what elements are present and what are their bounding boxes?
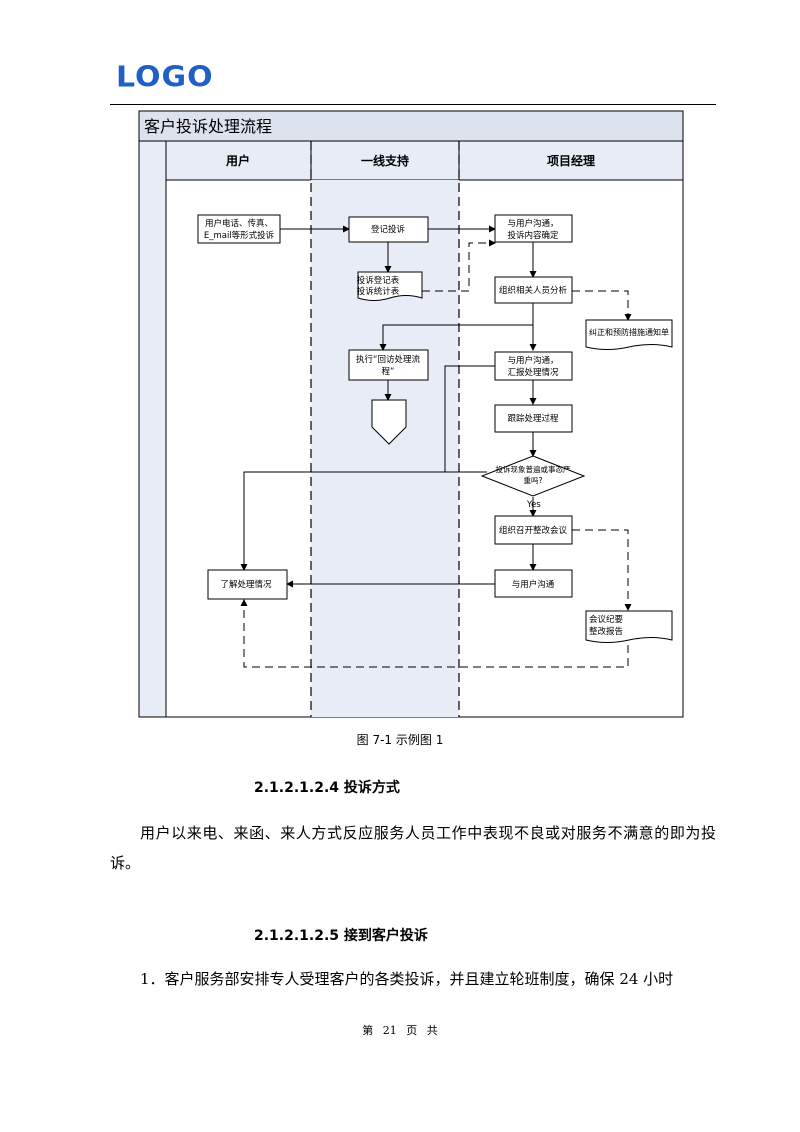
svg-text:与用户沟通，汇报处理情况: 与用户沟通，汇报处理情况 bbox=[507, 355, 559, 378]
logo: LOGO bbox=[116, 60, 214, 95]
node-notice-label: 纠正和预防措施通知单 bbox=[589, 327, 669, 337]
node-register-label: 登记投诉 bbox=[371, 224, 406, 235]
node-confirm bbox=[494, 214, 573, 243]
svg-text:用户电话、传真、E_mail等形式投诉: 用户电话、传真、E_mail等形式投诉 bbox=[204, 218, 275, 241]
lane-header-pm bbox=[458, 140, 684, 181]
node-report bbox=[494, 351, 573, 381]
node-callback-line1: 执行“回访处理流 bbox=[356, 354, 420, 365]
node-track-label: 跟踪处理过程 bbox=[507, 413, 559, 424]
lane-header-support bbox=[310, 140, 460, 181]
flowchart: 客户投诉处理流程 用户 一线支持 项目经理 用户电话、传真、E_mail等形式投… bbox=[138, 110, 684, 718]
flowchart-title: 客户投诉处理流程 bbox=[144, 117, 272, 136]
node-meeting bbox=[494, 515, 573, 545]
section-heading-2: 2.1.2.1.2.5 接到客户投诉 bbox=[254, 928, 428, 944]
node-minutes bbox=[585, 610, 673, 643]
node-minutes-line2: 整改报告 bbox=[589, 626, 623, 637]
lane-label-user: 用户 bbox=[225, 153, 250, 168]
header-rule bbox=[110, 104, 716, 105]
node-report-line1: 与用户沟通， bbox=[507, 355, 558, 366]
node-understand bbox=[207, 569, 288, 600]
node-forms-line2: 投诉统计表 bbox=[357, 286, 400, 297]
title-bar bbox=[138, 110, 684, 142]
node-forms-line1: 投诉登记表 bbox=[357, 275, 400, 286]
node-callback bbox=[348, 349, 429, 381]
svg-text:投诉现象普遍或事态严重吗?: 投诉现象普遍或事态严重吗? bbox=[496, 464, 571, 485]
support-lane bbox=[311, 180, 459, 717]
node-understand-label: 了解处理情况 bbox=[220, 579, 272, 590]
node-notice bbox=[585, 319, 673, 350]
left-column bbox=[138, 140, 167, 718]
node-communicate bbox=[494, 569, 573, 598]
svg-text:会议纪要整改报告: 会议纪要整改报告 bbox=[589, 614, 624, 637]
node-confirm-line2: 投诉内容确定 bbox=[507, 230, 559, 241]
section-heading-1: 2.1.2.1.2.4 投诉方式 bbox=[254, 780, 400, 796]
node-communicate-label: 与用户沟通 bbox=[512, 579, 555, 590]
node-report-line2: 汇报处理情况 bbox=[507, 367, 559, 378]
node-offpage bbox=[371, 399, 407, 445]
node-track bbox=[494, 404, 573, 433]
lane-header-user bbox=[165, 140, 312, 181]
figure-caption: 图 7-1 示例图 1 bbox=[356, 733, 444, 747]
section-paragraph-1: 用户以来电、来函、来人方式反应服务人员工作中表现不良或对服务不满意的即为投诉。 bbox=[110, 824, 716, 872]
node-callback-line2: 程” bbox=[382, 367, 395, 377]
svg-text:与用户沟通，投诉内容确定: 与用户沟通，投诉内容确定 bbox=[507, 218, 559, 241]
page-footer: 第 21 页 共 bbox=[362, 1024, 438, 1037]
node-register bbox=[348, 216, 429, 243]
yes-label: Yes bbox=[526, 500, 541, 510]
node-complaint-channels bbox=[197, 214, 281, 244]
node-minutes-line1: 会议纪要 bbox=[589, 614, 624, 625]
svg-text:执行“回访处理流程”: 执行“回访处理流程” bbox=[356, 354, 420, 377]
node-forms bbox=[357, 271, 423, 301]
node-decision-line2: 重吗? bbox=[524, 476, 543, 485]
node-confirm-line1: 与用户沟通， bbox=[507, 218, 558, 229]
lane-label-pm: 项目经理 bbox=[547, 153, 595, 168]
section-paragraph-2: 1．客户服务部安排专人受理客户的各类投诉，并且建立轮班制度，确保 24 小时 bbox=[140, 970, 674, 988]
node-complaint-channels-line2: E_mail等形式投诉 bbox=[204, 230, 275, 241]
node-decision-line1: 投诉现象普遍或事态严 bbox=[496, 464, 571, 474]
lane-label-support: 一线支持 bbox=[361, 153, 409, 168]
node-analysis bbox=[494, 276, 573, 304]
node-meeting-label: 组织召开整改会议 bbox=[499, 525, 568, 536]
node-complaint-channels-line1: 用户电话、传真、 bbox=[205, 218, 273, 229]
node-decision bbox=[480, 455, 586, 497]
node-analysis-label: 组织相关人员分析 bbox=[499, 285, 568, 296]
svg-text:投诉登记表投诉统计表: 投诉登记表投诉统计表 bbox=[357, 275, 400, 297]
